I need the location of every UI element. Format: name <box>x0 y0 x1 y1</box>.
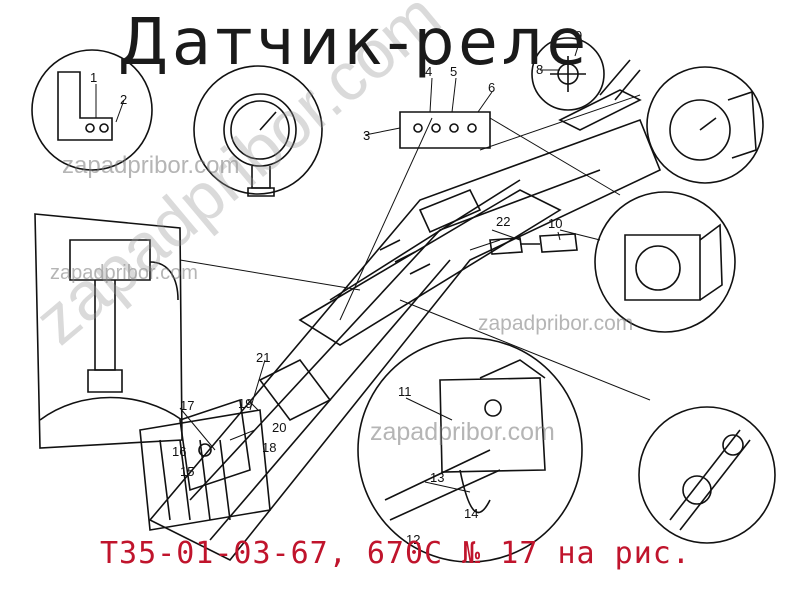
callout-14-bottom: 14 <box>464 506 478 521</box>
sensor-pair <box>489 233 578 255</box>
watermark-site-2: zapadpribor.com <box>50 262 198 284</box>
radiator-fragment <box>139 409 271 531</box>
callout-11: 11 <box>398 384 412 399</box>
callout-15: 15 <box>180 464 194 479</box>
detail-circle-sensor-top <box>531 37 605 111</box>
callout-6: 6 <box>488 80 495 95</box>
callout-3: 3 <box>363 128 370 143</box>
detail-circle-round-indicator <box>594 191 736 333</box>
callout-9: 9 <box>575 28 582 43</box>
detail-circle-bottom <box>357 337 583 563</box>
callout-1: 1 <box>90 70 97 85</box>
detail-circle-sensor-bottom <box>638 406 776 544</box>
callout-18: 18 <box>262 440 276 455</box>
caption-model-numbers: Т35-01-03-67, 670С № 17 на рис. <box>100 536 691 571</box>
watermark-site-4: zapadpribor.com <box>370 418 555 446</box>
callout-19: 19 <box>238 396 252 411</box>
callout-2: 2 <box>120 92 127 107</box>
callout-labels: 1 2 3 4 5 6 8 9 10 11 12 13 14 15 16 17 … <box>90 28 582 547</box>
callout-12: 12 <box>406 532 420 547</box>
callout-20: 20 <box>272 420 286 435</box>
callout-13: 13 <box>430 470 444 485</box>
page-title: Датчик-реле <box>118 6 590 80</box>
watermark-site-3: zapadpribor.com <box>478 312 634 335</box>
watermark-site-1: zapadpribor.com <box>62 152 240 179</box>
callout-16: 16 <box>172 444 186 459</box>
callout-10: 10 <box>548 216 562 231</box>
callout-17: 17 <box>180 398 194 413</box>
engine-assembly <box>148 59 662 562</box>
detail-circle-indicator <box>646 66 764 184</box>
inset-box-relay <box>34 213 183 449</box>
callout-4: 4 <box>425 64 432 79</box>
callout-5: 5 <box>450 64 457 79</box>
relay-block <box>399 111 491 149</box>
detail-circle-bracket <box>31 49 153 171</box>
callout-22: 22 <box>496 214 510 229</box>
detail-circle-pressure-gauge <box>193 65 323 197</box>
leader-lines <box>95 39 651 493</box>
callout-8: 8 <box>536 62 543 77</box>
callout-21: 21 <box>256 350 270 365</box>
